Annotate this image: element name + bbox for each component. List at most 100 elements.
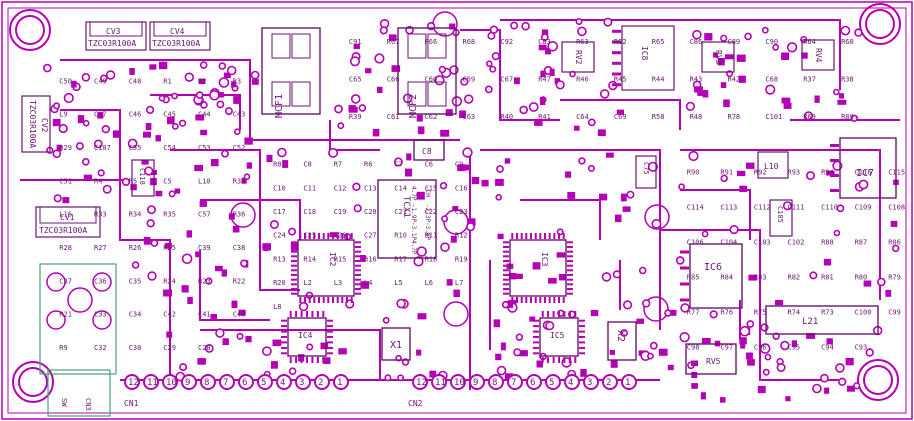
ref-r83: R83 xyxy=(754,274,767,282)
via-31 xyxy=(158,94,166,102)
via-286 xyxy=(100,74,108,83)
mcf1-label: MCF1 xyxy=(274,94,285,118)
via-16 xyxy=(226,65,237,76)
ic4-pin-t2 xyxy=(300,311,303,317)
ref-r10: R10 xyxy=(394,232,407,240)
via-401 xyxy=(812,383,822,394)
smd-pad-5 xyxy=(155,135,161,142)
ic3-pin-t9 xyxy=(553,233,556,239)
ref-c116: C116 xyxy=(855,169,872,177)
ref-c18: C18 xyxy=(303,208,316,216)
ic2-pin-t9 xyxy=(341,233,344,239)
ref-c20: C20 xyxy=(364,208,377,216)
ic4-pin-l4 xyxy=(281,341,287,344)
via-309 xyxy=(382,316,390,324)
via-403 xyxy=(820,373,829,383)
via-237 xyxy=(587,164,595,172)
via-248 xyxy=(891,244,900,253)
jumper-label-5: -3.0P xyxy=(424,222,431,240)
via-200 xyxy=(353,204,362,213)
via-79 xyxy=(484,85,493,94)
cn1-pins-pin-7-ring xyxy=(219,374,235,390)
ref-c33: C33 xyxy=(94,311,107,319)
cn1-pins-pin-5-number: 5 xyxy=(261,378,266,388)
ref-c15: C15 xyxy=(425,184,438,192)
ref-l10: L10 xyxy=(198,177,211,185)
via-121 xyxy=(720,34,728,42)
ref-r42: R42 xyxy=(728,76,741,84)
cn3-jack: CN3 SW xyxy=(39,263,117,417)
ic5-chip: IC5 xyxy=(539,317,579,357)
c105-label: C105 xyxy=(776,206,784,223)
via-249 xyxy=(729,224,739,235)
ref-c52: C52 xyxy=(233,144,246,152)
smd-pad-319 xyxy=(210,314,217,321)
cn1-pins-pin-3-ring xyxy=(295,374,311,390)
rv3-label: RV3 xyxy=(714,50,723,65)
via-289 xyxy=(101,124,111,134)
via-84 xyxy=(487,31,496,40)
smd-pad-174 xyxy=(360,255,366,262)
smd-pad-335 xyxy=(323,357,331,364)
via-262 xyxy=(836,204,845,213)
via-195 xyxy=(277,147,287,158)
smd-pad-266 xyxy=(890,220,898,227)
ic3-pin-b0 xyxy=(511,297,514,303)
ic2-pin-b6 xyxy=(327,297,330,303)
via-53 xyxy=(334,104,343,114)
ic2-pin-t0 xyxy=(299,233,302,239)
ic3-chip: IC3 xyxy=(509,239,567,297)
ic4-pin-b5 xyxy=(316,357,319,363)
smd-pad-271 xyxy=(748,274,757,281)
ic5-pin-r3 xyxy=(579,336,585,338)
smd-pad-166 xyxy=(155,190,163,197)
c105-capacitor: C105 xyxy=(769,199,793,237)
ref-c62: C62 xyxy=(425,113,438,121)
ic3-pin-r1 xyxy=(567,246,573,248)
smd-pad-407 xyxy=(747,359,755,366)
ic3-pin-r11 xyxy=(567,292,573,295)
smd-pad-201 xyxy=(262,243,271,251)
smd-pad-385 xyxy=(691,383,698,389)
smd-pad-324 xyxy=(238,309,246,316)
ref-c21: C21 xyxy=(394,208,407,216)
smd-pad-139 xyxy=(181,285,189,293)
ref-r41: R41 xyxy=(538,113,551,121)
via-19 xyxy=(184,72,195,82)
ic3-pin-t0 xyxy=(511,233,514,239)
via-133 xyxy=(685,101,696,111)
ic4-pin-t6 xyxy=(322,311,325,317)
via-15 xyxy=(195,91,204,99)
ref-c61: C61 xyxy=(387,113,400,121)
cn1-pins-pin-7-number: 7 xyxy=(223,378,228,388)
ref-r33: R33 xyxy=(94,211,107,219)
ic2-pin-t10 xyxy=(346,233,348,239)
cv1-part-label: TZC03R100A xyxy=(39,226,87,235)
via-134 xyxy=(840,25,851,36)
smd-pad-107 xyxy=(720,82,727,88)
via-375 xyxy=(780,340,790,351)
smd-pad-361 xyxy=(658,348,668,356)
via-100 xyxy=(489,65,497,73)
via-127 xyxy=(772,43,779,51)
ic2-pin-b4 xyxy=(318,297,320,303)
smd-pad-392 xyxy=(826,338,833,345)
smd-pad-4 xyxy=(223,72,231,79)
mcf2-label: MCF2 xyxy=(408,94,419,118)
ic3-pin-b5 xyxy=(534,297,537,303)
via-222 xyxy=(622,300,633,310)
cn1-pins-pin-1-number: 1 xyxy=(337,378,342,388)
ic5-pin-b6 xyxy=(574,357,577,363)
ic4-pin-t1 xyxy=(295,311,298,317)
ic5-pin-b1 xyxy=(547,357,550,363)
ref-l4: L4 xyxy=(364,279,372,287)
ic4-pin-b1 xyxy=(295,357,298,363)
trace-19 xyxy=(560,99,681,130)
via-180 xyxy=(352,182,361,192)
smd-pad-193 xyxy=(468,218,476,226)
via-129 xyxy=(803,111,814,121)
ic5-pin-b4 xyxy=(563,357,566,363)
mounting-hole-tr-center xyxy=(867,11,893,37)
smd-pad-17 xyxy=(244,137,253,145)
